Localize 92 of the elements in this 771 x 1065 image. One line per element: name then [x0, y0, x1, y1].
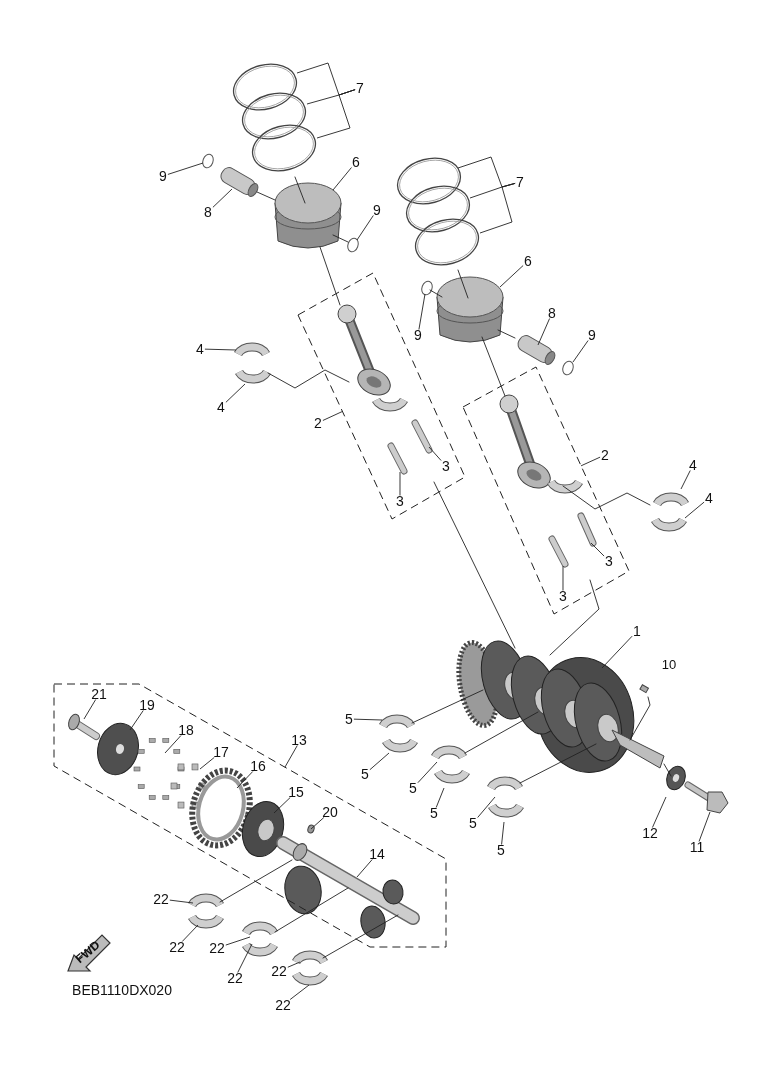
callout-number: 19	[139, 697, 155, 713]
leader-line	[167, 162, 204, 175]
leader-line	[418, 293, 426, 330]
leader-line	[273, 797, 291, 814]
leader-line	[169, 899, 194, 904]
callout-number: 12	[642, 825, 658, 841]
callout-number: 3	[605, 553, 613, 569]
leader-line	[236, 771, 254, 789]
callout-number: 8	[204, 204, 212, 220]
leader-line	[572, 340, 589, 363]
callout-number: 5	[497, 842, 505, 858]
leader-line	[289, 984, 310, 1000]
callout-number: 9	[414, 327, 422, 343]
leader-line	[479, 182, 516, 234]
leader-line	[477, 796, 496, 818]
callout-number: 22	[227, 970, 243, 986]
callout-number: 4	[689, 457, 697, 473]
leader-line	[537, 318, 551, 346]
leader-line	[332, 167, 352, 191]
leader-line	[129, 710, 144, 731]
callout-number: 1	[633, 623, 641, 639]
leader-line	[499, 265, 524, 288]
callout-number: 3	[442, 458, 450, 474]
callout-number: 2	[601, 447, 609, 463]
callout-number: 6	[352, 154, 360, 170]
leader-line	[501, 821, 505, 845]
callout-number: 22	[153, 891, 169, 907]
leader-line	[684, 501, 705, 519]
leader-line	[225, 383, 246, 403]
leader-line	[287, 961, 301, 968]
callout-number: 15	[288, 784, 304, 800]
leader-line	[83, 699, 97, 720]
callout-number: 3	[396, 493, 404, 509]
leader-line	[164, 735, 182, 754]
callout-number: 4	[196, 341, 204, 357]
callout-number: 5	[469, 815, 477, 831]
callout-number: 3	[559, 588, 567, 604]
callout-number: 16	[250, 758, 266, 774]
leader-line	[310, 817, 325, 830]
callout-number: 5	[430, 805, 438, 821]
leader-line	[369, 752, 390, 771]
callout-number: 10	[661, 656, 677, 672]
leader-line	[417, 761, 438, 784]
leader-line	[237, 943, 253, 973]
callout-number: 5	[345, 711, 353, 727]
callout-number: 17	[213, 744, 229, 760]
dashed-group-outline	[298, 273, 465, 519]
callout-number: 22	[275, 997, 291, 1013]
callout-number: 9	[373, 202, 381, 218]
leader-line	[316, 89, 356, 139]
leader-line	[356, 215, 374, 241]
callout-number: 9	[588, 327, 596, 343]
callout-number: 7	[356, 80, 364, 96]
callout-number: 11	[689, 839, 705, 855]
callout-number: 20	[322, 804, 338, 820]
callout-number: 18	[178, 722, 194, 738]
leader-line	[284, 745, 298, 768]
leader-line	[590, 542, 605, 557]
leader-line	[562, 565, 564, 591]
leader-line	[181, 924, 199, 942]
callout-number: 22	[271, 963, 287, 979]
callout-number: 21	[91, 686, 107, 702]
leader-line	[322, 411, 343, 421]
leader-line	[399, 471, 401, 496]
callout-number: 22	[209, 940, 225, 956]
leader-line	[428, 446, 442, 461]
leader-line	[601, 635, 633, 669]
callout-number: 7	[516, 174, 524, 190]
leader-line	[698, 811, 711, 842]
leader-line	[580, 456, 601, 467]
callout-number: 14	[369, 846, 385, 862]
leader-line	[225, 936, 251, 946]
leader-line	[353, 718, 383, 721]
callout-number: 5	[409, 780, 417, 796]
callout-number: 9	[159, 168, 167, 184]
callout-number: 8	[548, 305, 556, 321]
callout-number: 22	[169, 939, 185, 955]
leader-line	[204, 348, 237, 351]
callout-number: 6	[524, 253, 532, 269]
leader-line	[435, 787, 445, 808]
leader-line	[652, 796, 667, 828]
diagram-code: BEB1110DX020	[72, 982, 172, 998]
callout-number: 2	[314, 415, 322, 431]
callout-number: 5	[361, 766, 369, 782]
dashed-group-outline	[463, 367, 629, 614]
callout-number: 13	[291, 732, 307, 748]
leader-line	[212, 188, 233, 208]
callout-number: 4	[705, 490, 713, 506]
leader-line	[680, 470, 691, 490]
leader-line	[199, 757, 215, 770]
leader-line	[356, 859, 373, 878]
callout-number: 4	[217, 399, 225, 415]
